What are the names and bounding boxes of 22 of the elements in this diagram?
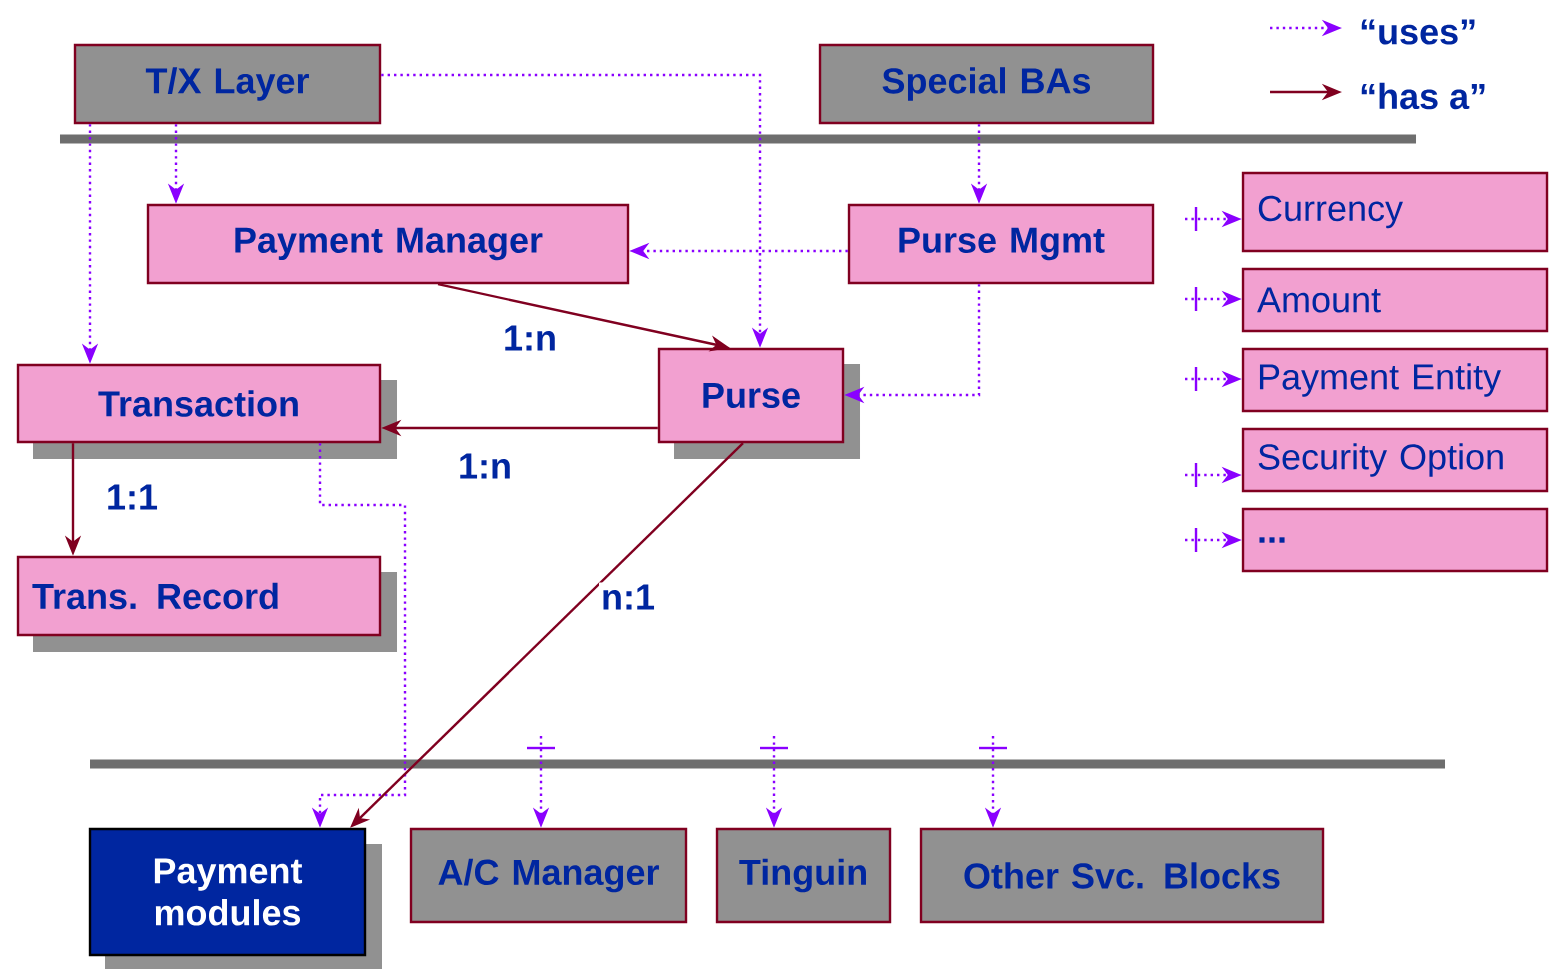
component-box: Purse bbox=[657, 347, 860, 459]
component-box: Tinguin bbox=[715, 827, 892, 924]
component-box: Purse Mgmt bbox=[847, 203, 1155, 285]
component-box: A/C Manager bbox=[409, 827, 688, 924]
component-box: ... bbox=[1241, 507, 1549, 573]
component-box: Security Option bbox=[1241, 427, 1549, 493]
component-box: Amount bbox=[1241, 267, 1549, 333]
edge-label: 1:1 bbox=[104, 482, 160, 512]
component-box: Transaction bbox=[16, 363, 397, 459]
component-box: T/X Layer bbox=[73, 43, 382, 125]
component-box: Other Svc. Blocks bbox=[919, 827, 1325, 924]
component-box: Payment Manager bbox=[146, 203, 630, 285]
component-box: Payment modules bbox=[88, 827, 382, 969]
component-box: Payment Entity bbox=[1241, 347, 1549, 413]
component-box: Currency bbox=[1241, 171, 1549, 253]
component-box: Special BAs bbox=[818, 43, 1155, 125]
legend-item: “has a” bbox=[1270, 82, 1485, 110]
edge-label: 1:n bbox=[501, 323, 559, 353]
edge-label: 1:n bbox=[456, 451, 514, 481]
component-box: Trans. Record bbox=[16, 555, 397, 652]
legend-item: “uses” bbox=[1270, 19, 1475, 45]
edge-label: n:1 bbox=[599, 582, 657, 612]
